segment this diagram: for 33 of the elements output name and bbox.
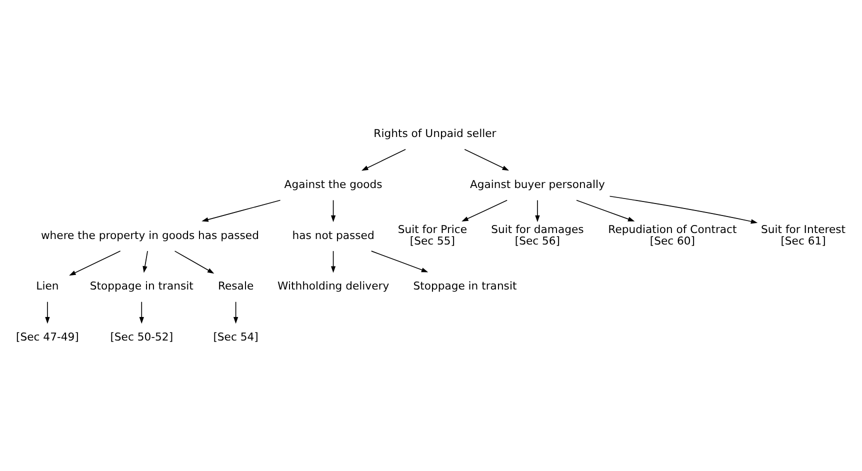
arrow <box>139 300 144 324</box>
arrow <box>464 148 510 170</box>
arrow <box>462 199 508 222</box>
node-text: Resale <box>218 279 254 292</box>
node-text: Lien <box>36 279 59 292</box>
arrow <box>362 148 406 170</box>
arrow <box>233 300 238 324</box>
arrow <box>69 250 121 276</box>
node-text: [Sec 54] <box>213 330 258 343</box>
arrow <box>576 199 635 221</box>
node-text: Suit for Price [Sec 55] <box>398 222 468 248</box>
arrow <box>142 250 148 272</box>
arrow <box>45 300 50 324</box>
node-text: Stoppage in transit <box>90 279 194 292</box>
arrow <box>202 199 281 222</box>
node-text: [Sec 47-49] <box>16 330 79 343</box>
node-text: Suit for damages [Sec 56] <box>491 222 584 248</box>
arrow <box>330 250 336 272</box>
node-text: [Sec 50-52] <box>110 330 174 343</box>
node-text: Stoppage in transit <box>413 279 517 292</box>
node-text: where the property in goods has passed <box>40 228 259 242</box>
node-text: has not passed <box>292 228 374 242</box>
arrow <box>174 250 214 274</box>
arrow <box>609 195 758 224</box>
node-text: Suit for Interest [Sec 61] <box>761 222 846 248</box>
node-text: Withholding delivery <box>277 279 390 292</box>
arrow <box>370 250 428 272</box>
arrow <box>535 199 540 222</box>
node-text: Repudiation of Contract [Sec 60] <box>608 222 737 248</box>
node-text: Against buyer personally <box>470 178 605 190</box>
node-text: Rights of Unpaid seller <box>374 126 496 140</box>
node-text: Against the goods <box>284 178 382 190</box>
arrow <box>330 199 336 222</box>
